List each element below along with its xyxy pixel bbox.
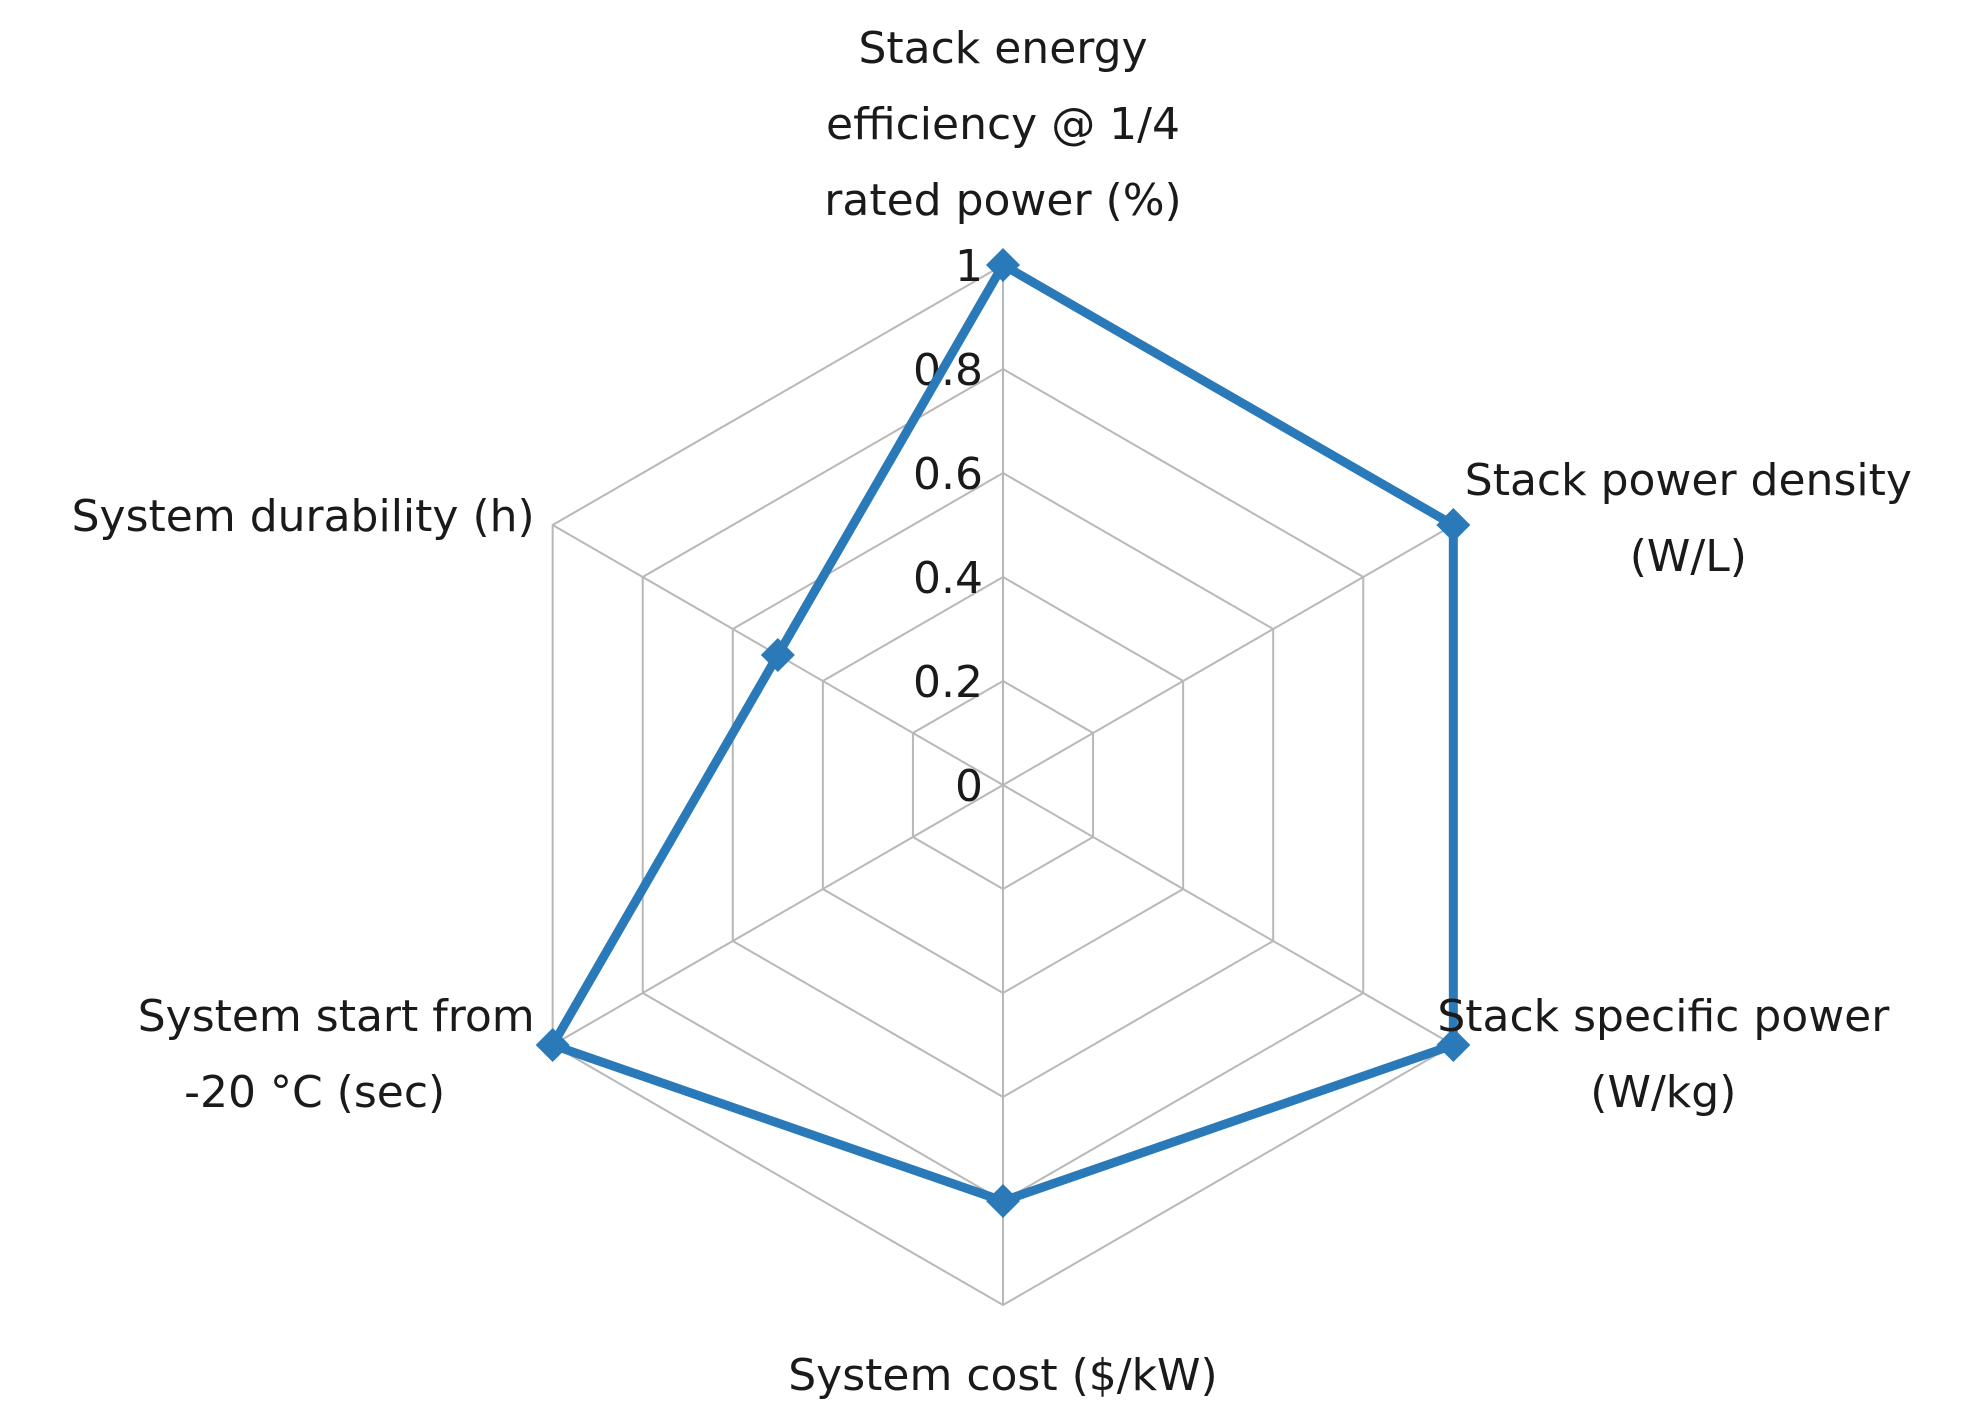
tick-label: 0.4 <box>913 553 983 604</box>
data-point-5 <box>760 638 795 672</box>
axis-label-line: System cost ($/kW) <box>788 1350 1217 1401</box>
axis-label-4: System start from -20 °C (sec) <box>138 991 535 1118</box>
axis-label-line: System durability (h) <box>72 491 535 542</box>
axis-label-line: efficiency @ 1/4 <box>826 99 1180 150</box>
data-point-0 <box>986 248 1020 282</box>
axis-label-5: System durability (h) <box>72 491 535 542</box>
spoke-1 <box>1002 524 1454 786</box>
tick-labels: 00.20.40.60.81 <box>913 241 983 812</box>
axis-label-line: System start from <box>138 991 535 1042</box>
tick-label: 0 <box>955 761 983 812</box>
axis-label-2: Stack specific power (W/kg) <box>1437 991 1890 1118</box>
axis-label-line: Stack specific power <box>1437 991 1890 1042</box>
tick-label: 0.2 <box>913 657 983 708</box>
series <box>535 248 1471 1218</box>
data-point-3 <box>986 1184 1020 1218</box>
axis-label-line: (W/L) <box>1630 531 1747 582</box>
axis-labels: Stack energy efficiency @ 1/4 rated power … <box>72 23 1912 1401</box>
grid <box>551 263 1455 1307</box>
tick-label: 0.6 <box>913 449 983 500</box>
axis-label-1: Stack power density (W/L) <box>1465 455 1912 582</box>
spoke-4 <box>552 784 1004 1046</box>
data-point-1 <box>1436 508 1471 542</box>
axis-label-line: Stack energy <box>858 23 1147 74</box>
data-point-2 <box>1436 1028 1471 1062</box>
axis-label-line: (W/kg) <box>1590 1067 1736 1118</box>
axis-label-3: System cost ($/kW) <box>788 1350 1217 1401</box>
axis-label-0: Stack energy efficiency @ 1/4 rated power … <box>824 23 1181 226</box>
axis-label-line: rated power (%) <box>824 175 1181 226</box>
tick-label: 1 <box>955 241 983 292</box>
spoke-2 <box>1002 784 1454 1046</box>
axis-label-line: -20 °C (sec) <box>184 1067 445 1118</box>
data-point-4 <box>535 1028 570 1062</box>
axis-label-line: Stack power density <box>1465 455 1912 506</box>
